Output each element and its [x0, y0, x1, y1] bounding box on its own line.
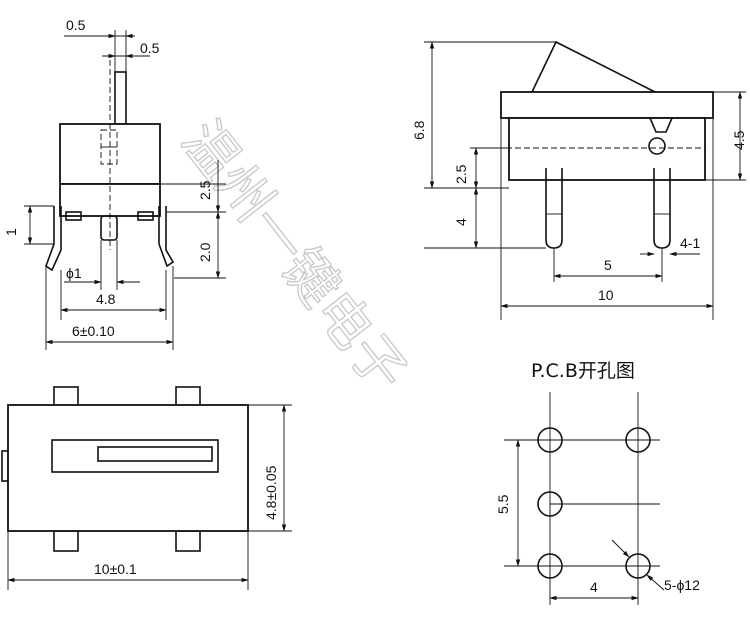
front-actuator — [531, 40, 656, 93]
dim-front-5: 5 — [604, 257, 612, 273]
dim-side-2.5: 2.5 — [197, 180, 213, 200]
front-detent — [648, 137, 666, 155]
dim-front-10: 10 — [598, 287, 614, 303]
dim-front-2.5: 2.5 — [453, 164, 469, 184]
pcb-hole-ml — [537, 491, 563, 517]
pcb-hole-tl — [537, 427, 563, 453]
side-leg-right — [158, 206, 175, 268]
top-tab-tl — [53, 386, 79, 408]
front-top-plate — [500, 91, 714, 119]
pcb-title: P.C.B开孔图 — [531, 360, 635, 382]
dim-pcb-4: 4 — [590, 579, 598, 595]
dim-front-6.8: 6.8 — [411, 120, 427, 140]
pcb-hole-tr — [625, 427, 651, 453]
side-leg-left — [45, 206, 62, 272]
dim-top-4.8: 4.8±0.05 — [263, 465, 279, 520]
dim-side-phi1: ϕ1 — [66, 265, 82, 281]
dim-side-0.5-a: 0.5 — [66, 17, 86, 33]
dim-top-10: 10±0.1 — [94, 561, 137, 577]
dim-front-4: 4 — [453, 218, 469, 226]
pcb-layout: P.C.B开孔图 5.5 4 5-ϕ12 — [495, 360, 700, 605]
dim-side-0.5-b: 0.5 — [140, 40, 160, 56]
side-lever — [114, 71, 127, 125]
dim-side-6: 6±0.10 — [72, 323, 115, 339]
top-tab-br — [175, 530, 201, 552]
top-body — [7, 404, 249, 532]
side-center-pin — [100, 215, 118, 241]
top-view: 10±0.1 4.8±0.05 — [1, 386, 292, 590]
top-tab-tr — [175, 386, 201, 408]
dim-pcb-5.5: 5.5 — [495, 494, 511, 514]
top-tab-bl — [53, 530, 79, 552]
dim-pcb-hole: 5-ϕ12 — [664, 577, 700, 593]
side-view: 0.5 0.5 2.5 2.0 1 ϕ1 4.8 6±0.10 — [3, 17, 226, 350]
front-view: 6.8 4.5 2.5 4 4-1 5 10 — [411, 40, 747, 320]
top-slot — [51, 439, 219, 473]
dim-side-2.0: 2.0 — [197, 242, 213, 262]
top-slider — [97, 446, 213, 462]
dim-front-4-1: 4-1 — [680, 235, 700, 251]
dim-front-4.5: 4.5 — [731, 130, 747, 150]
pcb-hole-br — [625, 553, 651, 579]
pcb-hole-bl — [537, 553, 563, 579]
side-tab-right — [137, 211, 154, 221]
side-tab-left — [65, 211, 82, 221]
dim-side-1: 1 — [3, 228, 19, 236]
dim-side-4.8: 4.8 — [96, 291, 116, 307]
front-body — [508, 117, 706, 181]
